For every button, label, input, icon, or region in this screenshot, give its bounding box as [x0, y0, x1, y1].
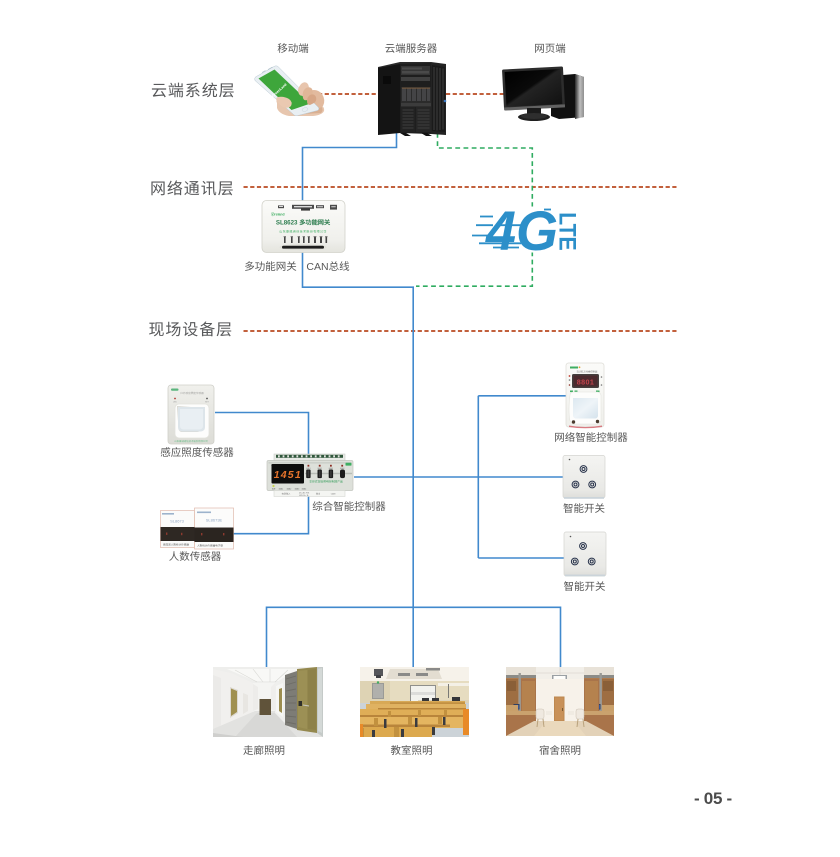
svg-text:4G: 4G — [485, 200, 558, 260]
svg-text:回路2: 回路2 — [287, 488, 292, 491]
svg-text:SET: SET — [205, 401, 210, 404]
svg-text:SL8623 多功能网关: SL8623 多功能网关 — [276, 218, 331, 227]
svg-text:输出: 输出 — [316, 491, 320, 495]
svg-text:山东康威通信技术股份有限公司: 山东康威通信技术股份有限公司 — [279, 230, 327, 234]
svg-text:DC AC RS: DC AC RS — [299, 491, 310, 495]
svg-text:SL8673: SL8673 — [170, 519, 185, 525]
svg-text:感应类人数统计传感器: 感应类人数统计传感器 — [163, 543, 189, 547]
svg-text:回路3: 回路3 — [295, 488, 300, 491]
svg-text:SL8673E: SL8673E — [206, 518, 223, 524]
svg-text:人数统计传感器电子型: 人数统计传感器电子型 — [197, 544, 223, 548]
svg-text:LTE: LTE — [553, 212, 588, 251]
svg-text:红外感应照度传感器: 红外感应照度传感器 — [180, 391, 204, 395]
svg-text:8801: 8801 — [577, 377, 595, 387]
svg-text:电源输入: 电源输入 — [282, 491, 292, 495]
svg-text:Ⓥreland: Ⓥreland — [271, 212, 285, 217]
svg-text:CAN: CAN — [331, 491, 336, 495]
svg-text:回路3: 回路3 — [329, 467, 333, 470]
svg-text:1451: 1451 — [274, 467, 302, 482]
svg-text:山东康威通信技术股份有限公司: 山东康威通信技术股份有限公司 — [174, 439, 208, 443]
svg-text:回路2: 回路2 — [318, 467, 322, 470]
svg-text:回路4: 回路4 — [340, 467, 344, 470]
svg-text:回路1: 回路1 — [279, 488, 284, 491]
svg-text:回路1: 回路1 — [306, 467, 310, 470]
svg-text:485 B+ B-: 485 B+ B- — [299, 493, 309, 497]
svg-text:回路4: 回路4 — [302, 488, 307, 491]
svg-text:本控式智能照明控制器产品: 本控式智能照明控制器产品 — [309, 480, 343, 484]
svg-text:电源: 电源 — [272, 488, 276, 491]
svg-text:SL8613 网络控制器: SL8613 网络控制器 — [577, 370, 598, 374]
svg-text:LED: LED — [173, 401, 177, 404]
